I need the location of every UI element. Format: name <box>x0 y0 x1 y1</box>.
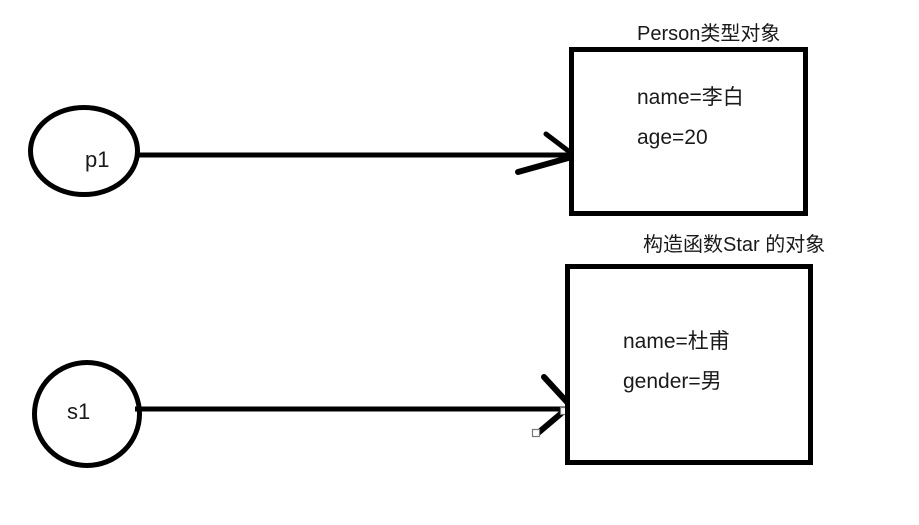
star-field-name: name=杜甫 <box>623 330 730 353</box>
p1-arrow-lower-barb <box>515 152 582 175</box>
s1-arrow-lower-barb <box>535 408 567 436</box>
s1-ellipse <box>32 360 142 468</box>
person-field-age: age=20 <box>637 126 708 149</box>
star-object-title: 构造函数Star 的对象 <box>643 234 826 256</box>
star-object-box <box>565 264 813 465</box>
person-object-box <box>569 47 808 216</box>
star-field-gender: gender=男 <box>623 370 722 393</box>
p1-label: p1 <box>85 147 110 172</box>
p1-ellipse <box>28 105 140 197</box>
person-object-title: Person类型对象 <box>637 23 781 45</box>
s1-label: s1 <box>67 399 91 424</box>
person-field-name: name=李白 <box>637 86 744 109</box>
selection-handle[interactable] <box>531 428 541 438</box>
